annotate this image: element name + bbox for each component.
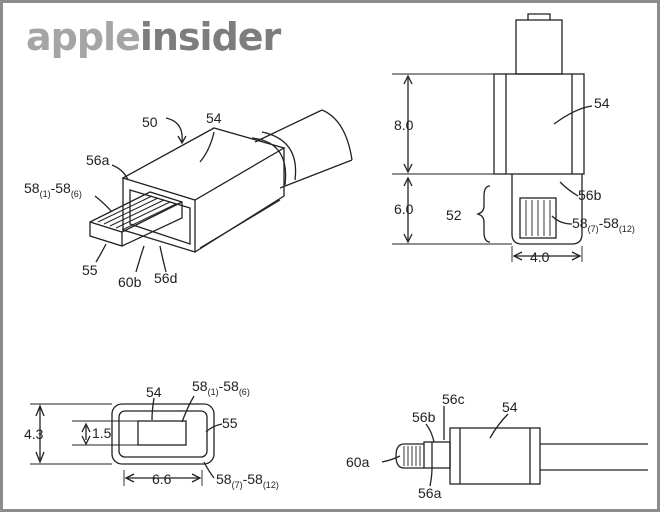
label-50: 50 xyxy=(142,114,158,130)
label-52: 52 xyxy=(446,207,462,223)
dimension-4-0: 4.0 xyxy=(530,249,550,265)
label-54-side: 54 xyxy=(594,95,610,111)
label-58-1-6-end: 58(1)-58(6) xyxy=(192,378,250,397)
label-56b-cable-view: 56b xyxy=(412,409,436,425)
label-56b-side: 56b xyxy=(578,187,602,203)
dimension-1-5: 1.5 xyxy=(92,425,112,441)
label-54-perspective: 54 xyxy=(206,110,222,126)
label-56a-cable-view: 56a xyxy=(418,485,442,501)
label-58-1-6-perspective: 58(1)-58(6) xyxy=(24,180,82,199)
label-58-7-12-side: 58(7)-58(12) xyxy=(572,215,635,234)
cable-side-view xyxy=(381,406,648,487)
label-54-cable-view: 54 xyxy=(502,399,518,415)
label-60b: 60b xyxy=(118,274,142,290)
label-55-end: 55 xyxy=(222,415,238,431)
dimension-4-3: 4.3 xyxy=(24,426,44,442)
label-55-perspective: 55 xyxy=(82,262,98,278)
dimension-6-0: 6.0 xyxy=(394,201,414,217)
appleinsider-logo: appleinsider xyxy=(26,15,281,59)
label-56a-perspective: 56a xyxy=(86,152,110,168)
dimension-6-6: 6.6 xyxy=(152,471,172,487)
end-view xyxy=(30,395,223,486)
dimension-8-0: 8.0 xyxy=(394,117,414,133)
side-view xyxy=(392,13,593,262)
label-60a: 60a xyxy=(346,454,370,470)
label-56c: 56c xyxy=(442,391,465,407)
label-56d: 56d xyxy=(154,270,177,286)
label-58-7-12-end: 58(7)-58(12) xyxy=(216,471,279,490)
label-54-end: 54 xyxy=(146,384,162,400)
perspective-view xyxy=(89,109,353,273)
